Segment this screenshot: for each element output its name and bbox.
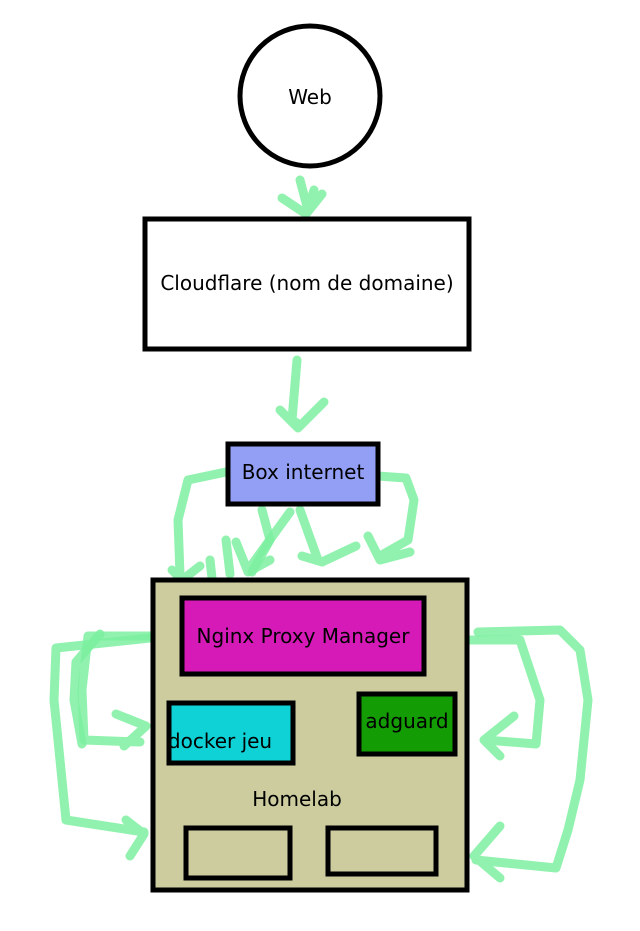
docker-jeu-label: docker jeu [168, 729, 272, 753]
cloudflare-node: Cloudflare (nom de domaine) [142, 216, 472, 352]
adguard-box [356, 691, 458, 757]
box-internet-box [225, 441, 381, 507]
nginx-proxy-manager-box [179, 595, 427, 677]
arrow-box-to-homelab-right [363, 471, 419, 565]
homelab-label: Homelab [252, 787, 342, 811]
web-circle [237, 23, 383, 169]
adguard-node: adguard [356, 691, 458, 757]
cloudflare-label: Cloudflare (nom de domaine) [160, 271, 453, 295]
arrow-left-loop-lower [49, 633, 155, 861]
empty-service-left-box [183, 825, 293, 881]
arrow-box-to-homelab-middle-3 [247, 505, 275, 577]
web-label: Web [288, 85, 332, 109]
arrows [49, 175, 593, 883]
empty-service-left-node [183, 825, 293, 881]
cloudflare-box [142, 216, 472, 352]
nginx-proxy-manager-label: Nginx Proxy Manager [197, 624, 411, 648]
docker-jeu-node: docker jeu [166, 700, 296, 766]
empty-service-right-box [325, 825, 439, 877]
arrow-box-to-homelab-middle-4 [205, 535, 235, 583]
arrow-web-to-cloudflare [277, 175, 327, 219]
docker-jeu-box [166, 700, 296, 766]
arrow-box-to-homelab-left [167, 467, 231, 585]
arrow-right-loop-lower [469, 625, 593, 883]
arrow-right-loop-upper [465, 635, 545, 761]
box-internet-label: Box internet [242, 460, 365, 484]
arrow-left-loop-upper [77, 631, 155, 751]
empty-service-right-node [325, 825, 439, 877]
arrow-left-loop-inner [69, 629, 105, 749]
box-internet-node: Box internet [225, 441, 381, 507]
arrow-cloudflare-to-box [275, 355, 329, 433]
arrow-box-to-homelab-middle-2 [295, 505, 361, 567]
web-node: Web [237, 23, 383, 169]
nginx-proxy-manager-node: Nginx Proxy Manager [179, 595, 427, 677]
adguard-label: adguard [365, 709, 448, 733]
